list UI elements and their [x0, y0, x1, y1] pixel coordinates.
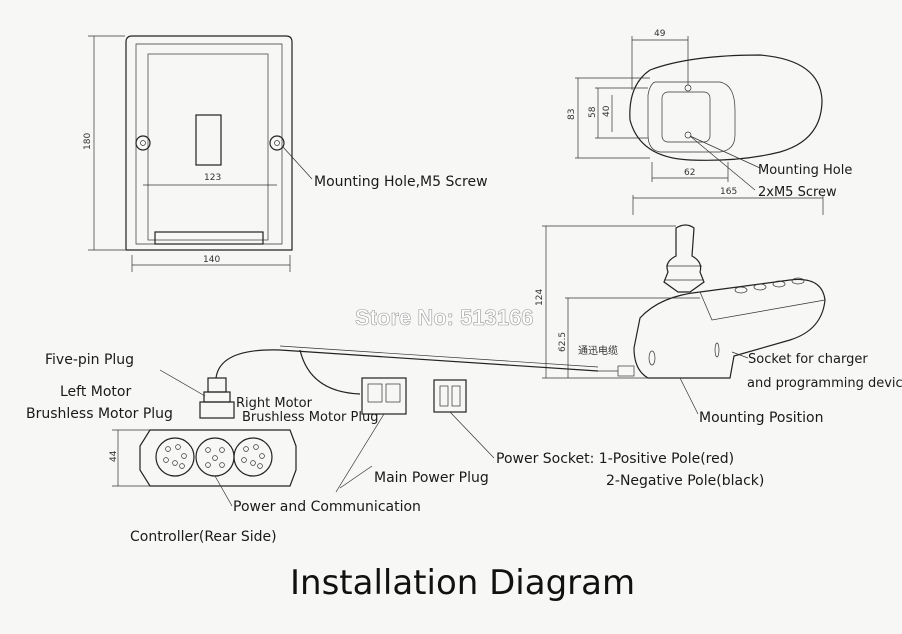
store-watermark: Store No: 513166 — [355, 305, 534, 330]
programming-device-label: and programming device — [747, 376, 902, 391]
controller-rear-side: 44 — [109, 429, 297, 507]
controller-rear-label: Controller(Rear Side) — [130, 529, 277, 545]
controller-front-view: 123 140 180 — [83, 35, 313, 272]
communication-cable — [215, 345, 599, 395]
mounting-position-label: Mounting Position — [699, 410, 824, 426]
dim-123-label: 123 — [204, 173, 221, 183]
socket-charger-label: Socket for charger — [748, 352, 868, 367]
dim-165-label: 165 — [720, 187, 737, 197]
right-brushless-label: Brushless Motor Plug — [242, 410, 378, 425]
mounting-hole-label: Mounting Hole — [758, 163, 852, 178]
mounting-hole-m5-label: Mounting Hole,M5 Screw — [314, 174, 488, 190]
dim-44-label: 44 — [109, 450, 119, 462]
two-m5-screw-label: 2xM5 Screw — [758, 185, 837, 200]
left-motor-label: Left Motor — [60, 384, 131, 400]
dim-83-label: 83 — [567, 109, 577, 120]
five-pin-plug-label: Five-pin Plug — [45, 352, 134, 368]
chinese-cable-label: 通迅电缆 — [578, 344, 618, 357]
joystick-top-view: 49 83 58 40 62 — [567, 29, 823, 191]
dim-58-label: 58 — [588, 106, 598, 118]
left-brushless-label: Brushless Motor Plug — [26, 406, 173, 422]
power-communication-label: Power and Communication — [233, 499, 421, 515]
dim-62-5-label: 62.5 — [558, 332, 568, 352]
dim-40-label: 40 — [602, 105, 612, 117]
main-power-plug-label: Main Power Plug — [374, 470, 489, 486]
dim-49-label: 49 — [654, 29, 666, 39]
joystick-side-view: 165 124 62.5 通迅电缆 — [535, 187, 826, 415]
right-motor-label: Right Motor — [236, 396, 313, 411]
power-socket — [433, 379, 495, 459]
negative-pole-label: 2-Negative Pole(black) — [606, 473, 764, 489]
diagram-title: Installation Diagram — [290, 563, 635, 603]
dim-140-label: 140 — [203, 255, 220, 265]
main-power-plug — [335, 377, 407, 493]
power-socket-label: Power Socket: 1-Positive Pole(red) — [496, 451, 734, 467]
dim-62-label: 62 — [684, 168, 695, 178]
dim-180-label: 180 — [83, 133, 93, 150]
dim-124-label: 124 — [535, 289, 545, 306]
five-pin-plug — [159, 369, 235, 419]
